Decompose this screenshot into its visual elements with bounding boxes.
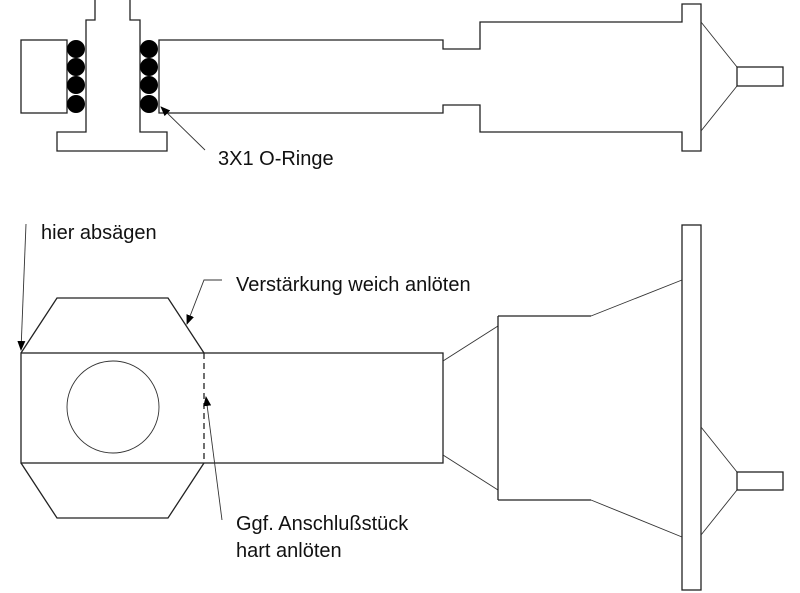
reinforcement-leader-arrow [186,279,222,325]
fitting-leader-arrow [203,396,223,521]
top-assembly: 3X1 O-Ringe [20,0,784,170]
nozzle-cone [700,21,738,132]
cut-leader-arrow [17,223,27,351]
nozzle-tip-bottom [736,471,784,491]
reinforcement-label: Verstärkung weich anlöten [236,274,471,296]
flange-plate [681,224,702,591]
housing-flare [590,279,683,538]
tube-body [158,3,702,152]
nozzle-tip [736,66,784,87]
o-rings-left [67,40,85,113]
fitting-label-line1: Ggf. Anschlußstück [236,513,409,535]
nozzle-cone-bottom [700,426,738,536]
bore-circle [66,360,160,454]
fitting-label-line2: hart anlöten [236,540,342,562]
left-block [20,39,68,114]
reinforcement-top [20,297,205,354]
t-stem-with-flange [56,0,168,152]
cut-label: hier absägen [41,222,157,244]
transition-cone [442,325,499,491]
o-rings-right [140,40,158,113]
square-tube [20,352,444,464]
o-ring-leader-arrow [160,106,206,151]
o-ring-label: 3X1 O-Ringe [218,148,334,170]
reinforcement-bottom [20,462,205,519]
bottom-assembly: hier absägen Verstärkung weich anlöten G… [17,222,784,591]
